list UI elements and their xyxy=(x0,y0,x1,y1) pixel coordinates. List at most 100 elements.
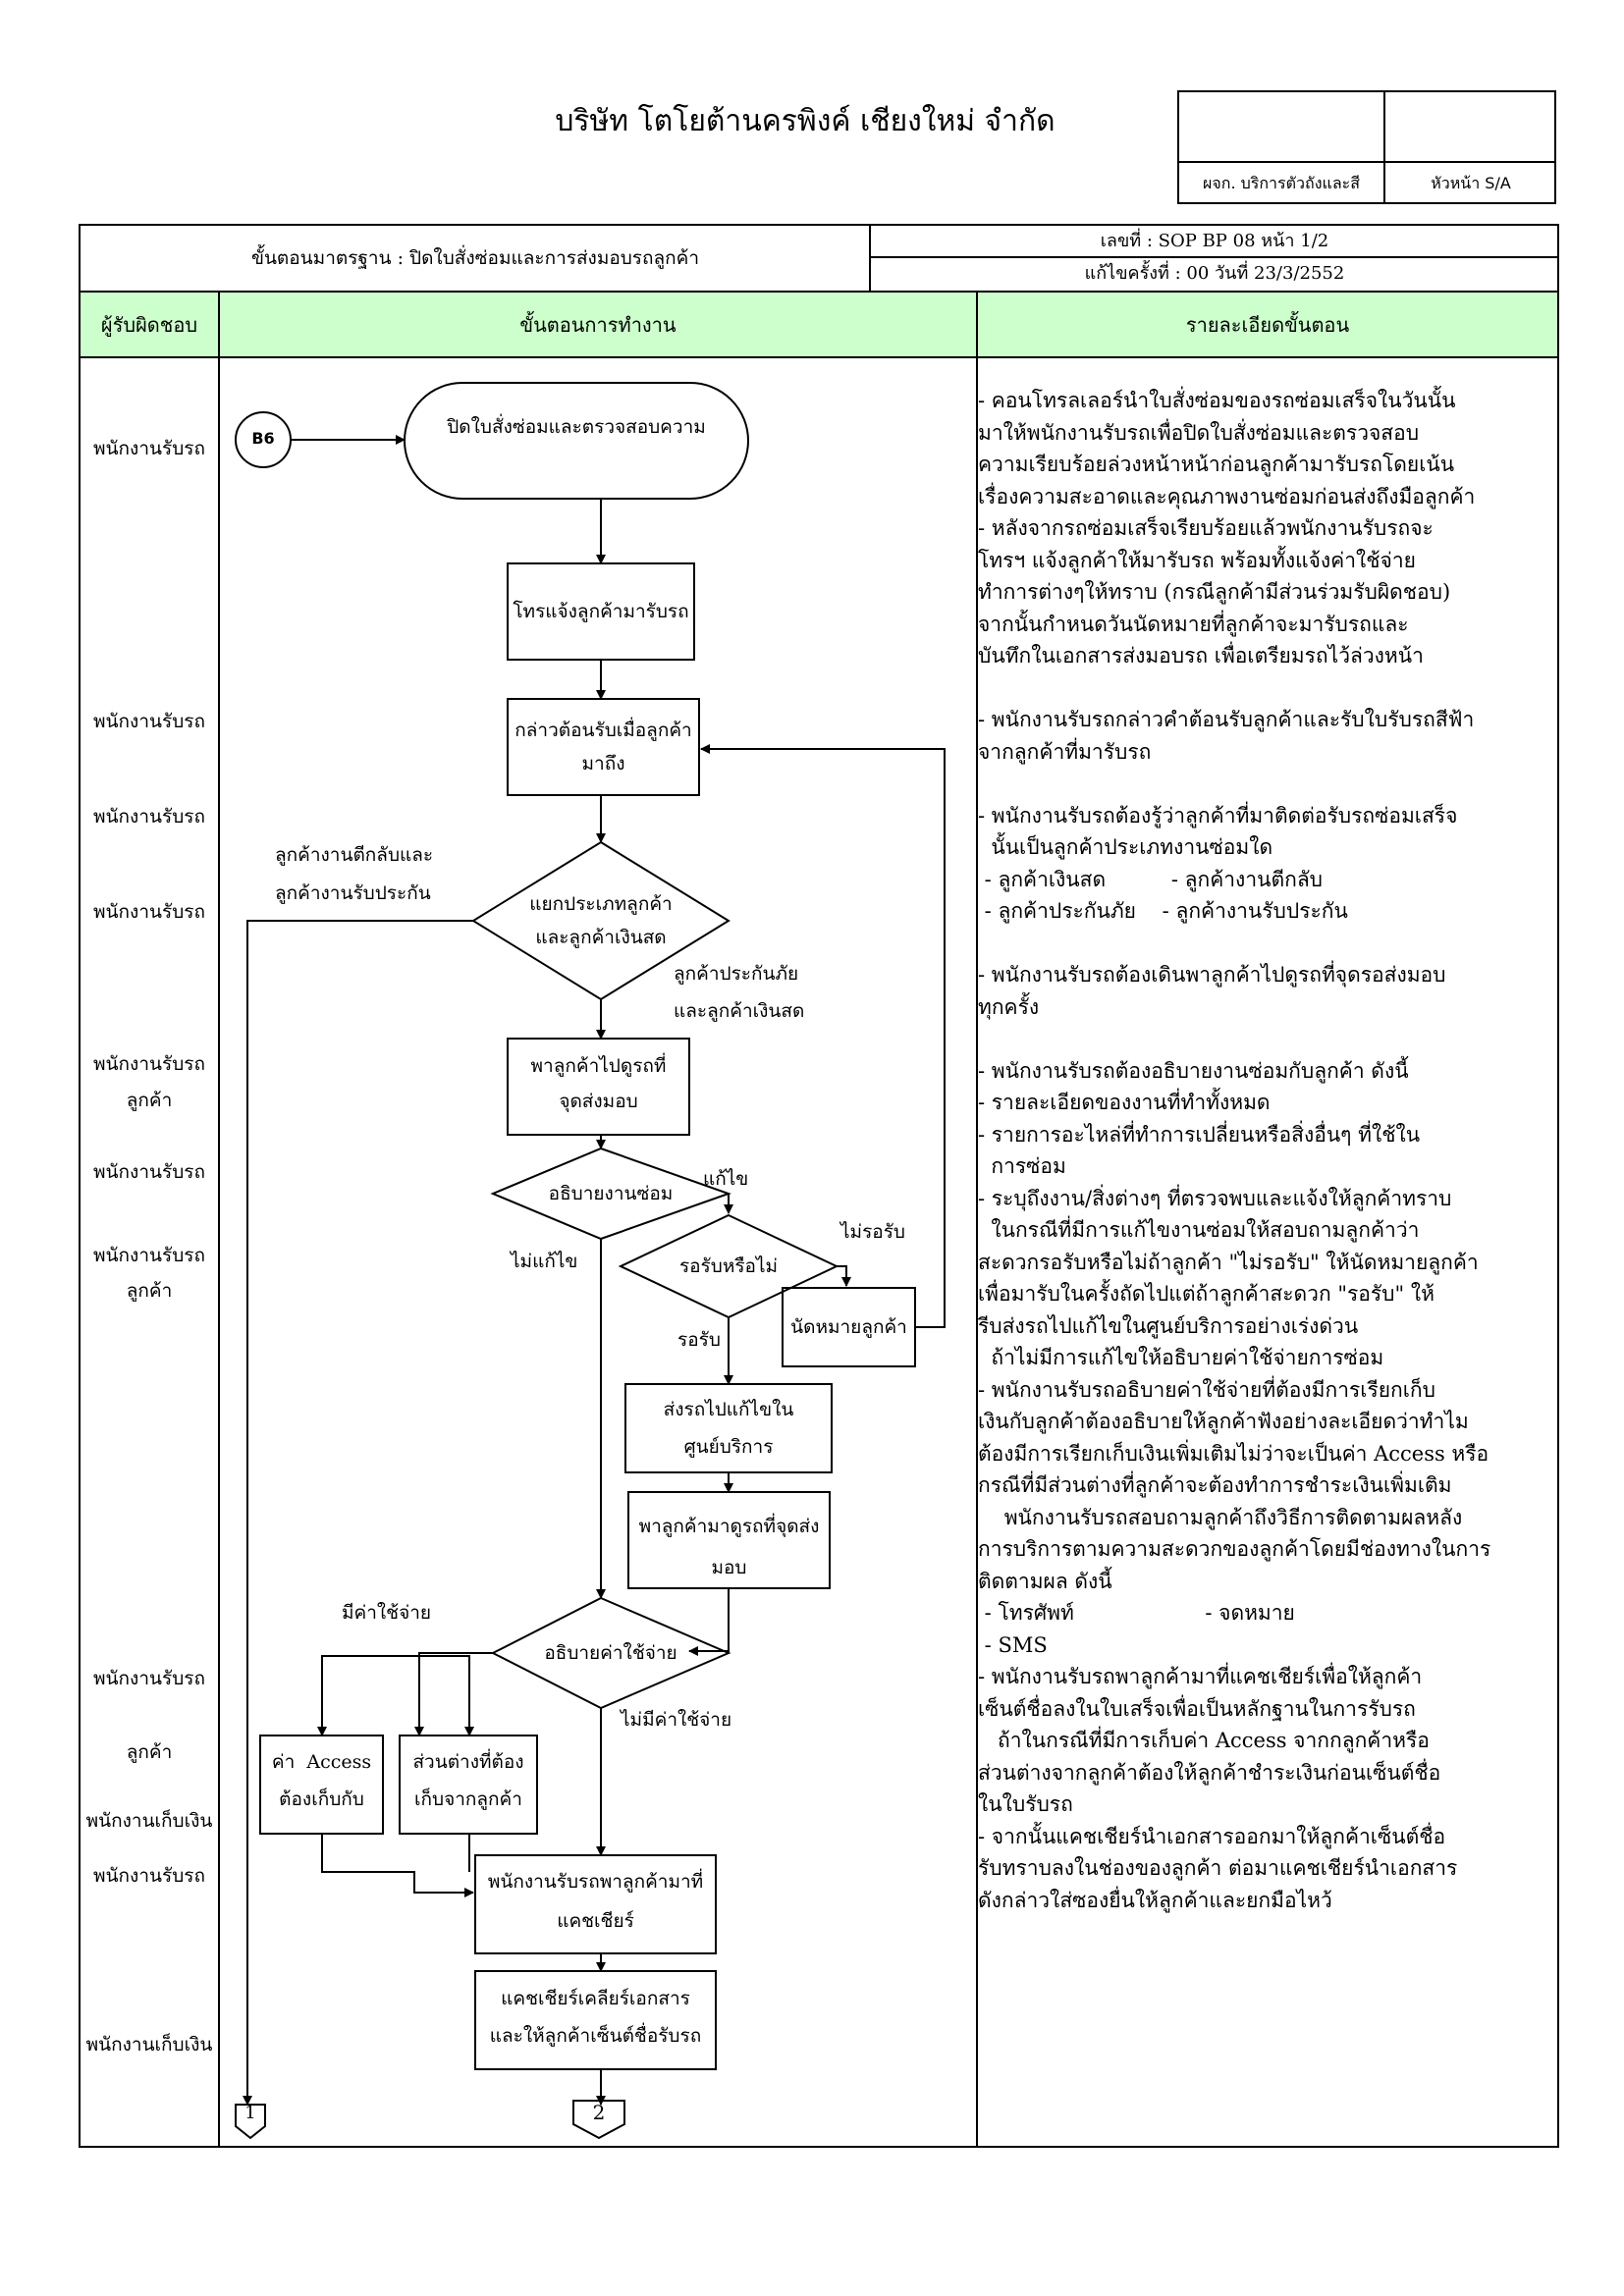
clear-docs-line2: และให้ลูกค้าเซ็นต์ชื่อรับรถ xyxy=(489,2025,702,2047)
detail-line: นั้นเป็นลูกค้าประเภทงานซ่อมใด xyxy=(978,835,1273,859)
document-number: เลขที่ : SOP BP 08 หน้า 1/2 xyxy=(1100,231,1329,251)
detail-line: เรื่องความสะอาดและคุณภาพงานซ่อมก่อนส่งถึ… xyxy=(978,484,1476,508)
detail-line: - ลูกค้าประกันภัย - ลูกค้างานรับประกัน xyxy=(978,899,1348,923)
label-warranty-line2: ลูกค้างานรับประกัน xyxy=(275,882,431,904)
label-warranty-line1: ลูกค้างานตีกลับและ xyxy=(275,844,434,866)
detail-line: สะดวกรอรับหรือไม่ถ้าลูกค้า "ไม่รอรับ" ให… xyxy=(978,1250,1479,1274)
responsible-11: ลูกค้า xyxy=(126,1741,173,1763)
cashier-box-line1: พนักงานรับรถพาลูกค้ามาที่ xyxy=(487,1871,704,1893)
responsible-9: ลูกค้า xyxy=(126,1280,173,1302)
detail-line: - ลูกค้าเงินสด - ลูกค้างานตีกลับ xyxy=(978,867,1324,891)
responsible-3: พนักงานรับรถ xyxy=(93,806,205,828)
details-text: - คอนโทรลเลอร์นำใบสั่งซ่อมของรถซ่อมเสร็จ… xyxy=(978,385,1557,1916)
detail-line: การซ่อม xyxy=(978,1154,1066,1178)
explain-decision: อธิบายงานซ่อม xyxy=(548,1183,674,1204)
label-wait: รอรับ xyxy=(677,1329,721,1351)
send-car-line2: ศูนย์บริการ xyxy=(683,1436,774,1458)
detail-line: พนักงานรับรถสอบถามลูกค้าถึงวิธีการติดตาม… xyxy=(978,1505,1463,1529)
detail-line: เพื่อมารับในครั้งถัดไปแต่ถ้าลูกค้าสะดวก … xyxy=(978,1282,1435,1306)
detail-line: เงินกับลูกค้าต้องอธิบายให้ลูกค้าฟังอย่าง… xyxy=(978,1410,1469,1433)
label-insurance-line1: ลูกค้าประกันภัย xyxy=(674,963,799,985)
detail-line: - คอนโทรลเลอร์นำใบสั่งซ่อมของรถซ่อมเสร็จ… xyxy=(978,389,1456,412)
signature-label-manager: ผจก. บริการตัวถังและสี xyxy=(1203,174,1360,192)
detail-line: มาให้พนักงานรับรถเพื่อปิดใบสั่งซ่อมและตร… xyxy=(978,420,1420,445)
detail-line: - พนักงานรับรถกล่าวคำต้อนรับลูกค้าและรับ… xyxy=(978,708,1475,731)
detail-line: - หลังจากรถซ่อมเสร็จเรียบร้อยแล้วพนักงาน… xyxy=(978,516,1434,540)
detail-line: - รายการอะไหล่ที่ทำการเปลี่ยนหรือสิ่งอื่… xyxy=(978,1122,1421,1147)
signature-divider xyxy=(1383,92,1385,202)
take-customer-line2: จุดส่งมอบ xyxy=(559,1091,638,1112)
offpage-connector-1: 1 xyxy=(244,2103,256,2123)
responsible-7: พนักงานรับรถ xyxy=(93,1161,205,1183)
responsible-6: ลูกค้า xyxy=(126,1090,173,1111)
classify-decision-line2: และลูกค้าเงินสด xyxy=(535,927,667,948)
signature-box: ผจก. บริการตัวถังและสี หัวหน้า S/A xyxy=(1177,90,1556,204)
label-no-cost: ไม่มีค่าใช้จ่าย xyxy=(621,1709,732,1731)
detail-line xyxy=(978,928,1557,960)
cost-decision: อธิบายค่าใช้จ่าย xyxy=(544,1642,677,1664)
detail-line: เซ็นต์ชื่อลงในใบเสร็จเพื่อเป็นหลักฐานในก… xyxy=(978,1696,1416,1721)
detail-line: - รายละเอียดของงานที่ทำทั้งหมด xyxy=(978,1091,1271,1114)
responsible-2: พนักงานรับรถ xyxy=(93,711,205,732)
label-nofix: ไม่แก้ไข xyxy=(511,1251,578,1272)
detail-line: - ระบุถึงงาน/สิ่งต่างๆ ที่ตรวจพบและแจ้งใ… xyxy=(978,1186,1452,1210)
detail-line: - พนักงานรับรถอธิบายค่าใช้จ่ายที่ต้องมีก… xyxy=(978,1377,1435,1402)
bring-customer-line2: มอบ xyxy=(711,1557,747,1578)
detail-line: ในใบรับรถ xyxy=(978,1792,1073,1816)
detail-line xyxy=(978,672,1557,705)
detail-line: ความเรียบร้อยล่วงหน้าหน้าก่อนลูกค้ามารับ… xyxy=(978,453,1455,476)
clear-docs-line1: แคชเชียร์เคลียร์เอกสาร xyxy=(501,1988,690,2009)
start-terminator-text: ปิดใบสั่งซ่อมและตรวจสอบความ xyxy=(447,416,706,438)
document-revision: แก้ไขครั้งที่ : 00 วันที่ 23/3/2552 xyxy=(1084,263,1345,284)
detail-line: ถ้าในกรณีที่มีการเก็บค่า Access จากกลูกค… xyxy=(978,1729,1430,1752)
signature-line xyxy=(1179,161,1554,163)
detail-line: ส่วนต่างจากลูกค้าต้องให้ลูกค้าชำระเงินก่… xyxy=(978,1760,1441,1785)
classify-decision-line1: แยกประเภทลูกค้า xyxy=(529,893,673,915)
responsible-8: พนักงานรับรถ xyxy=(93,1245,205,1266)
label-not-wait: ไม่รอรับ xyxy=(840,1221,905,1243)
responsible-12: พนักงานเก็บเงิน xyxy=(85,1810,213,1832)
detail-line: - พนักงานรับรถพาลูกค้ามาที่แคชเชียร์เพื่… xyxy=(978,1665,1423,1688)
company-name: บริษัท โตโยต้านครพิงค์ เชียงใหม่ จำกัด xyxy=(555,104,1056,138)
detail-line: - โทรศัพท์ - จดหมาย xyxy=(978,1601,1295,1625)
detail-line: ทุกครั้ง xyxy=(978,994,1040,1019)
detail-line: ติดตามผล ดังนี้ xyxy=(978,1569,1112,1593)
column-header-band xyxy=(81,293,1557,357)
detail-line: โทรฯ แจ้งลูกค้าให้มารับรถ พร้อมทั้งแจ้งค… xyxy=(978,548,1416,572)
column-header-details: รายละเอียดขั้นตอน xyxy=(1185,313,1350,337)
detail-line: กรณีที่มีส่วนต่างที่ลูกค้าจะต้องทำการชำร… xyxy=(978,1473,1452,1497)
detail-line: ถ้าไม่มีการแก้ไขให้อธิบายค่าใช้จ่ายการซ่… xyxy=(978,1346,1384,1369)
detail-line: - พนักงานรับรถต้องรู้ว่าลูกค้าที่มาติดต่… xyxy=(978,803,1458,828)
label-fix: แก้ไข xyxy=(703,1168,749,1190)
document-frame xyxy=(79,224,1559,2148)
detail-line: - SMS xyxy=(978,1632,1048,1657)
detail-line: - จากนั้นแคชเชียร์นำเอกสารออกมาให้ลูกค้า… xyxy=(978,1824,1446,1848)
detail-line: ทำการต่างๆให้ทราบ (กรณีลูกค้ามีส่วนร่วมร… xyxy=(978,580,1451,604)
detail-line: รับทราบลงในช่องของลูกค้า ต่อมาแคชเชียร์น… xyxy=(978,1856,1458,1880)
responsible-1: พนักงานรับรถ xyxy=(93,438,205,459)
access-box-line2: ต้องเก็บกับ xyxy=(279,1789,364,1810)
take-customer-line1: พาลูกค้าไปดูรถที่ xyxy=(530,1055,667,1077)
detail-line: ในกรณีที่มีการแก้ไขงานซ่อมให้สอบถามลูกค้… xyxy=(978,1218,1420,1242)
label-has-cost: มีค่าใช้จ่าย xyxy=(342,1602,432,1624)
send-car-line1: ส่งรถไปแก้ไขใน xyxy=(663,1399,794,1420)
greet-box-line1: กล่าวต้อนรับเมื่อลูกค้า xyxy=(514,720,692,741)
offpage-connector-2: 2 xyxy=(592,2101,606,2124)
bring-customer-line1: พาลูกค้ามาดูรถที่จุดส่ง xyxy=(638,1516,820,1537)
greet-box-line2: มาถึง xyxy=(581,753,625,774)
access-box-line1: ค่า Access xyxy=(271,1751,372,1773)
wait-decision: รอรับหรือไม่ xyxy=(678,1255,779,1277)
diff-box-line2: เก็บจากลูกค้า xyxy=(414,1789,522,1810)
responsible-10: พนักงานรับรถ xyxy=(93,1668,205,1689)
column-header-responsible: ผู้รับผิดชอบ xyxy=(100,313,198,337)
detail-line: ต้องมีการเรียกเก็บเงินเพิ่มเติมไม่ว่าจะเ… xyxy=(978,1441,1489,1466)
cashier-box-line2: แคชเชียร์ xyxy=(557,1910,634,1932)
column-header-process: ขั้นตอนการทำงาน xyxy=(519,313,677,337)
detail-line: จากนั้นกำหนดวันนัดหมายที่ลูกค้าจะมารับรถ… xyxy=(978,612,1409,636)
detail-line: จากลูกค้าที่มารับรถ xyxy=(978,739,1152,764)
label-insurance-line2: และลูกค้าเงินสด xyxy=(674,1000,805,1022)
responsible-5: พนักงานรับรถ xyxy=(93,1053,205,1075)
detail-line: บันทึกในเอกสารส่งมอบรถ เพื่อเตรียมรถไว้ล… xyxy=(978,644,1424,667)
responsible-13: พนักงานรับรถ xyxy=(93,1865,205,1887)
